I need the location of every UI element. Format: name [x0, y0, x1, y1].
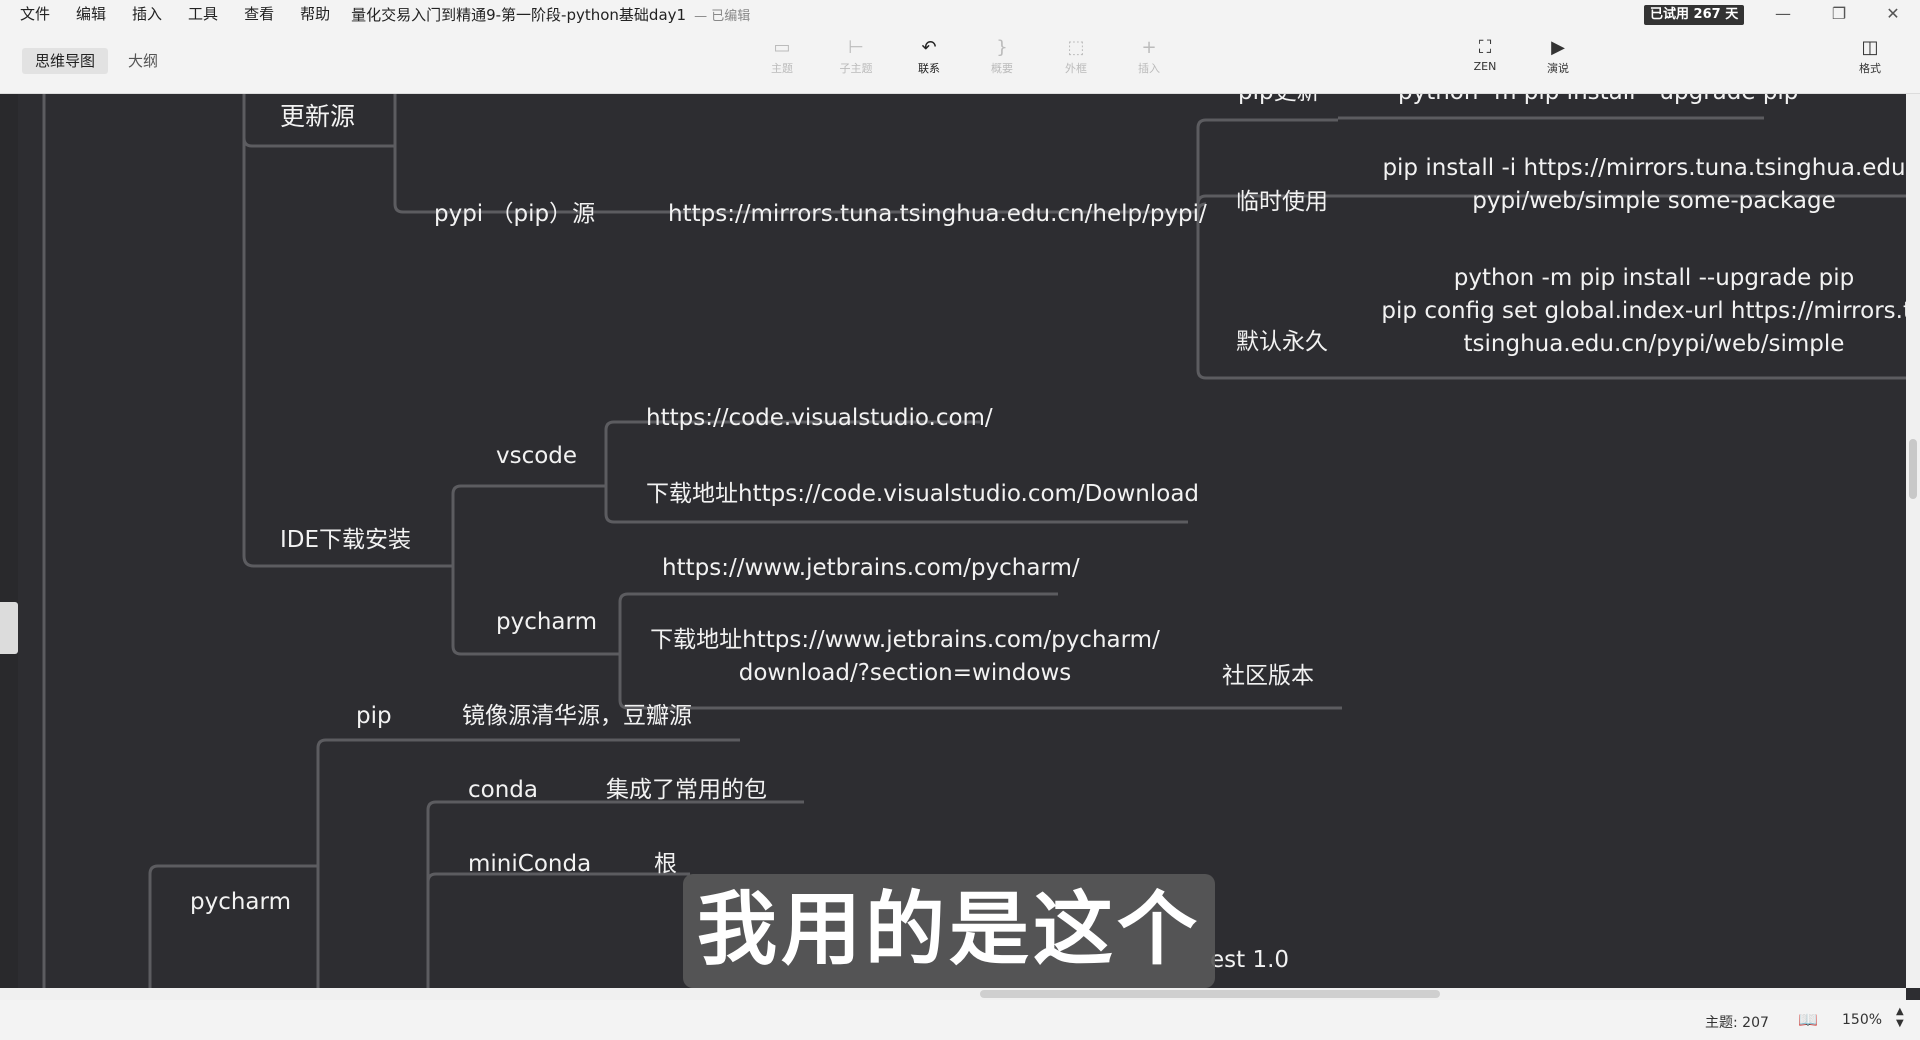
pycharm-download-line-1: 下载地址https://www.jetbrains.com/pycharm/	[650, 627, 1160, 653]
menu-tools[interactable]: 工具	[188, 5, 219, 23]
tab-mindmap[interactable]: 思维导图	[22, 48, 108, 74]
summary-label: 概要	[991, 62, 1013, 75]
boundary-icon: ⬚	[1067, 37, 1085, 58]
vertical-scroll-thumb[interactable]	[1909, 439, 1917, 499]
horizontal-scrollbar[interactable]	[0, 988, 1906, 1000]
relationship-button[interactable]: ↶ 联系	[901, 36, 957, 76]
menu-view[interactable]: 查看	[244, 5, 275, 23]
topic-icon: ▭	[773, 37, 791, 58]
perm-cmd-line-3: tsinghua.edu.cn/pypi/web/simple	[1463, 331, 1845, 357]
node-pip-update-cmd[interactable]: python -m pip install --upgrade pip	[1398, 94, 1798, 109]
format-button[interactable]: ◫ 格式	[1842, 36, 1898, 76]
relationship-label: 联系	[918, 62, 940, 75]
present-label: 演说	[1547, 62, 1569, 75]
summary-icon: }	[996, 37, 1008, 58]
toolbar: 思维导图 大纲 ▭ 主题 ⊢ 子主题 ↶ 联系 } 概要 ⬚ 外框 + 插入 ⛶…	[0, 28, 1920, 94]
plus-icon: +	[1141, 37, 1157, 58]
node-miniconda[interactable]: miniConda	[468, 851, 592, 877]
node-vscode[interactable]: vscode	[496, 443, 578, 469]
menu-help[interactable]: 帮助	[300, 5, 331, 23]
node-pycharm[interactable]: pycharm	[496, 609, 597, 635]
node-conda[interactable]: conda	[468, 777, 538, 803]
temp-cmd-line-1: pip install -i https://mirrors.tuna.tsin…	[1382, 155, 1906, 181]
zen-button[interactable]: ⛶ ZEN	[1457, 36, 1513, 73]
fullscreen-icon: ⛶	[1478, 37, 1492, 58]
zoom-level[interactable]: 150%	[1842, 1012, 1883, 1028]
node-pip-update[interactable]: pip更新	[1238, 94, 1320, 109]
vertical-scrollbar[interactable]	[1906, 94, 1920, 988]
node-pip-mirror[interactable]: 镜像源清华源，豆瓣源	[462, 703, 692, 729]
tab-outline[interactable]: 大纲	[128, 52, 159, 70]
node-update-source[interactable]: 更新源	[280, 102, 356, 131]
topic-label: 主题	[771, 62, 793, 75]
menu-bar: 文件 编辑 插入 工具 查看 帮助 量化交易入门到精通9-第一阶段-python…	[0, 0, 1920, 28]
play-icon: ▶	[1551, 37, 1565, 58]
node-pycharm-download[interactable]: 下载地址https://www.jetbrains.com/pycharm/ d…	[650, 624, 1160, 690]
relationship-icon: ↶	[921, 37, 937, 58]
trial-badge[interactable]: 已试用 267 天	[1644, 5, 1745, 25]
topic-count: 主题: 207	[1705, 1015, 1769, 1031]
topic-button[interactable]: ▭ 主题	[754, 36, 810, 76]
insert-button[interactable]: + 插入	[1121, 36, 1177, 76]
menu-insert[interactable]: 插入	[132, 5, 163, 23]
node-default-permanent[interactable]: 默认永久	[1236, 329, 1328, 355]
insert-label: 插入	[1138, 62, 1160, 75]
node-ide-install[interactable]: IDE下载安装	[280, 527, 412, 553]
perm-cmd-line-1: python -m pip install --upgrade pip	[1453, 265, 1855, 291]
node-temp-use[interactable]: 临时使用	[1236, 189, 1328, 215]
node-pip[interactable]: pip	[356, 703, 392, 729]
node-pypi-source[interactable]: pypi （pip）源	[434, 201, 596, 227]
pycharm-download-line-2: download/?section=windows	[738, 660, 1072, 686]
format-label: 格式	[1859, 62, 1881, 75]
node-pypi-url[interactable]: https://mirrors.tuna.tsinghua.edu.cn/hel…	[668, 201, 1207, 227]
status-bar: 主题: 207 📖 150% ▲▼	[0, 1000, 1920, 1040]
node-community-edition[interactable]: 社区版本	[1222, 663, 1314, 689]
node-vscode-url[interactable]: https://code.visualstudio.com/	[646, 405, 993, 431]
present-button[interactable]: ▶ 演说	[1530, 36, 1586, 76]
node-vscode-download[interactable]: 下载地址https://code.visualstudio.com/Downlo…	[646, 481, 1200, 507]
sidebar-toggle[interactable]	[0, 602, 18, 654]
subtopic-label: 子主题	[839, 62, 873, 75]
connector-lines	[42, 94, 1906, 988]
minimize-icon[interactable]: —	[1775, 4, 1791, 23]
zen-label: ZEN	[1473, 60, 1497, 73]
book-icon[interactable]: 📖	[1798, 1010, 1818, 1029]
node-conda-desc[interactable]: 集成了常用的包	[606, 777, 767, 803]
node-partial-bottom[interactable]: est 1.0	[1210, 947, 1290, 973]
restore-icon[interactable]: ❐	[1831, 4, 1847, 23]
node-miniconda-desc[interactable]: 根	[654, 851, 677, 877]
perm-cmd-line-2: pip config set global.index-url https://…	[1381, 298, 1906, 324]
menu-edit[interactable]: 编辑	[76, 5, 107, 23]
boundary-button[interactable]: ⬚ 外框	[1048, 36, 1104, 76]
summary-button[interactable]: } 概要	[974, 36, 1030, 76]
node-pycharm-2[interactable]: pycharm	[190, 889, 291, 915]
menu-file[interactable]: 文件	[20, 5, 51, 23]
horizontal-scroll-thumb[interactable]	[980, 990, 1440, 998]
subtopic-icon: ⊢	[848, 37, 864, 58]
node-pycharm-url[interactable]: https://www.jetbrains.com/pycharm/	[662, 555, 1080, 581]
left-panel-strip	[0, 94, 18, 988]
node-permanent-cmd[interactable]: python -m pip install --upgrade pip pip …	[1374, 262, 1906, 361]
boundary-label: 外框	[1065, 62, 1087, 75]
node-temp-cmd[interactable]: pip install -i https://mirrors.tuna.tsin…	[1374, 152, 1906, 218]
subtopic-button[interactable]: ⊢ 子主题	[828, 36, 884, 76]
document-title: 量化交易入门到精通9-第一阶段-python基础day1	[351, 5, 687, 24]
temp-cmd-line-2: pypi/web/simple some-package	[1472, 188, 1836, 214]
close-icon[interactable]: ✕	[1886, 4, 1900, 23]
mindmap-canvas[interactable]: 更新源 pypi （pip）源 https://mirrors.tuna.tsi…	[0, 94, 1906, 988]
video-subtitle: 我用的是这个	[683, 874, 1215, 988]
document-status: — 已编辑	[694, 8, 751, 24]
format-panel-icon: ◫	[1861, 37, 1879, 58]
zoom-stepper-icon[interactable]: ▲▼	[1896, 1006, 1904, 1029]
